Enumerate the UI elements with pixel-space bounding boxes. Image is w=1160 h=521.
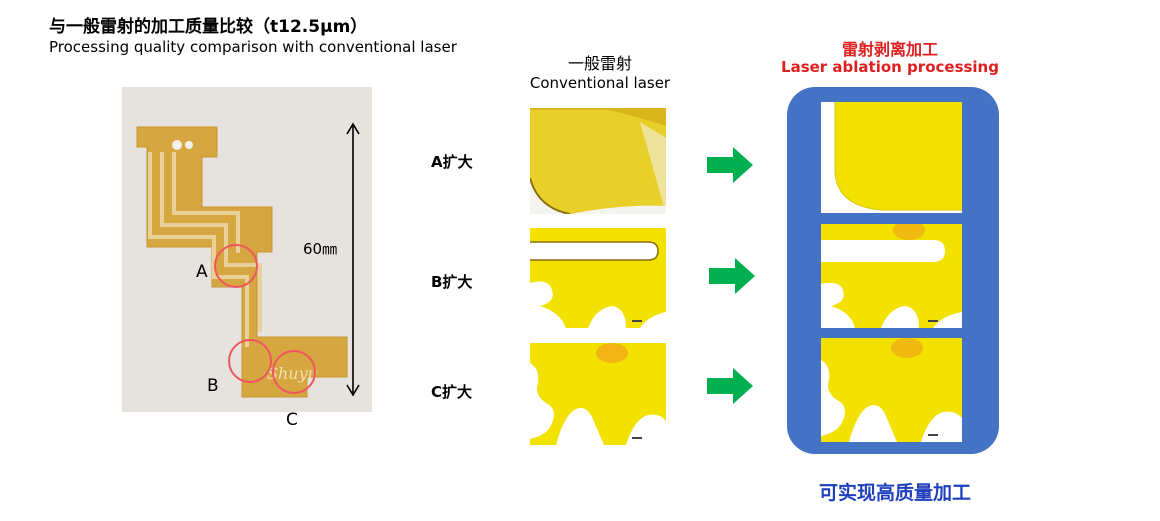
page-title-zh: 与一般雷射的加工质量比较（t12.5μm） xyxy=(49,17,368,37)
sample-photo: Shuyu xyxy=(122,87,372,412)
marker-label-b: B xyxy=(207,376,219,396)
conventional-label-en: Conventional laser xyxy=(529,74,671,92)
marker-ring-b xyxy=(228,339,272,383)
ablation-micrograph-b xyxy=(821,224,962,328)
green-right-arrow-icon xyxy=(707,368,753,404)
ablation-label-en: Laser ablation processing xyxy=(781,58,999,76)
conventional-micrograph-c xyxy=(530,343,666,445)
row-label-a: A扩大 xyxy=(431,153,473,171)
green-right-arrow-icon xyxy=(709,258,755,294)
marker-label-c: C xyxy=(286,410,298,430)
row-label-b: B扩大 xyxy=(431,273,473,291)
marker-label-a: A xyxy=(196,262,208,282)
ablation-micrograph-a xyxy=(821,102,962,213)
ablation-micrograph-c xyxy=(821,338,962,442)
scale-bar xyxy=(632,437,642,439)
conventional-micrograph-a xyxy=(530,108,666,214)
scale-bar xyxy=(928,320,938,322)
page-title-en: Processing quality comparison with conve… xyxy=(49,38,457,56)
marker-ring-c xyxy=(272,350,316,394)
summary-text: 可实现高质量加工 xyxy=(818,482,971,504)
conventional-micrograph-b xyxy=(530,228,666,328)
row-label-c: C扩大 xyxy=(431,383,473,401)
scale-bar xyxy=(632,320,642,322)
green-right-arrow-icon xyxy=(707,147,753,183)
scale-bar xyxy=(928,434,938,436)
dimension-label: 60㎜ xyxy=(303,240,338,258)
double-headed-vertical-arrow-icon xyxy=(346,122,360,397)
ablation-label-zh: 雷射剥离加工 xyxy=(841,40,938,59)
marker-ring-a xyxy=(214,244,258,288)
conventional-label-zh: 一般雷射 xyxy=(567,54,632,73)
